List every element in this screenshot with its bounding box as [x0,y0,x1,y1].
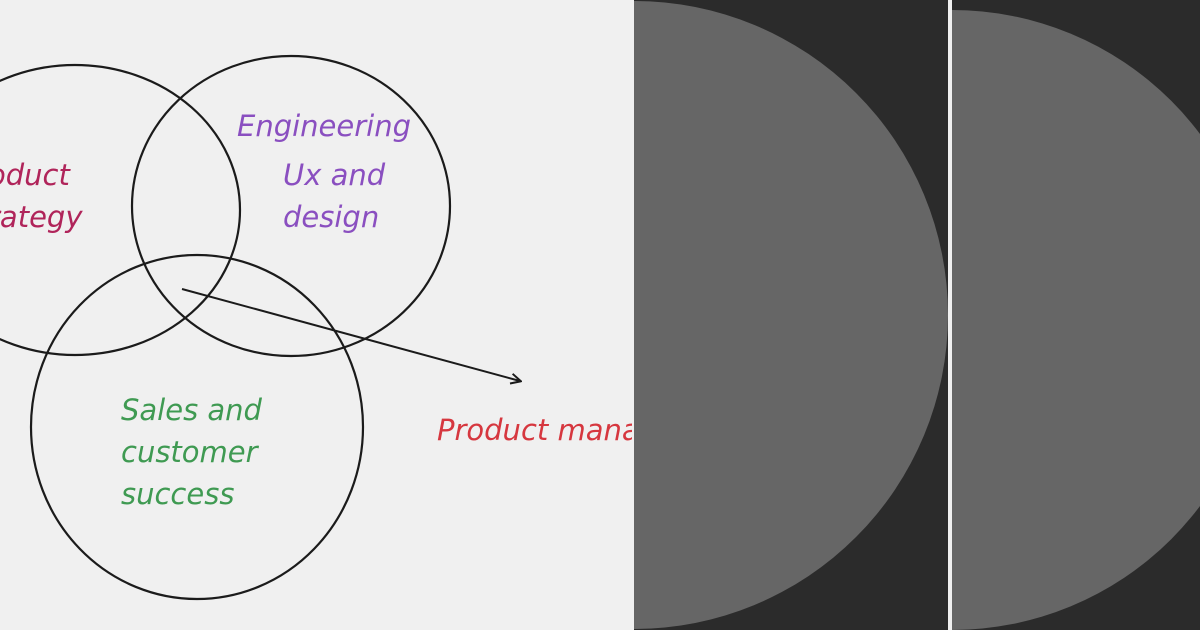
placeholder-circle-graphic [634,1,948,629]
product-manager-label: Product mana [437,413,632,447]
product-strategy-label: oduct rategy [0,158,83,234]
panel-divider [948,0,952,630]
engineering-label: Engineering [237,109,411,143]
pointer-arrow [181,288,520,381]
product-strategy-circle [0,63,242,357]
placeholder-circle [952,10,1200,630]
sales-circle [29,253,365,601]
venn-diagram: oduct rategy Engineering Ux and design S… [0,54,632,601]
engineering-circle [130,54,452,358]
ux-design-label: Ux and design [283,158,394,234]
sales-label: Sales and customer success [121,393,271,511]
loading-placeholder-panel [634,0,948,630]
loading-placeholder-panel [952,0,1200,630]
placeholder-circle [634,1,948,629]
placeholder-circle-graphic [952,10,1200,630]
panel-divider [632,0,634,630]
venn-diagram-panel: oduct rategy Engineering Ux and design S… [0,54,632,601]
